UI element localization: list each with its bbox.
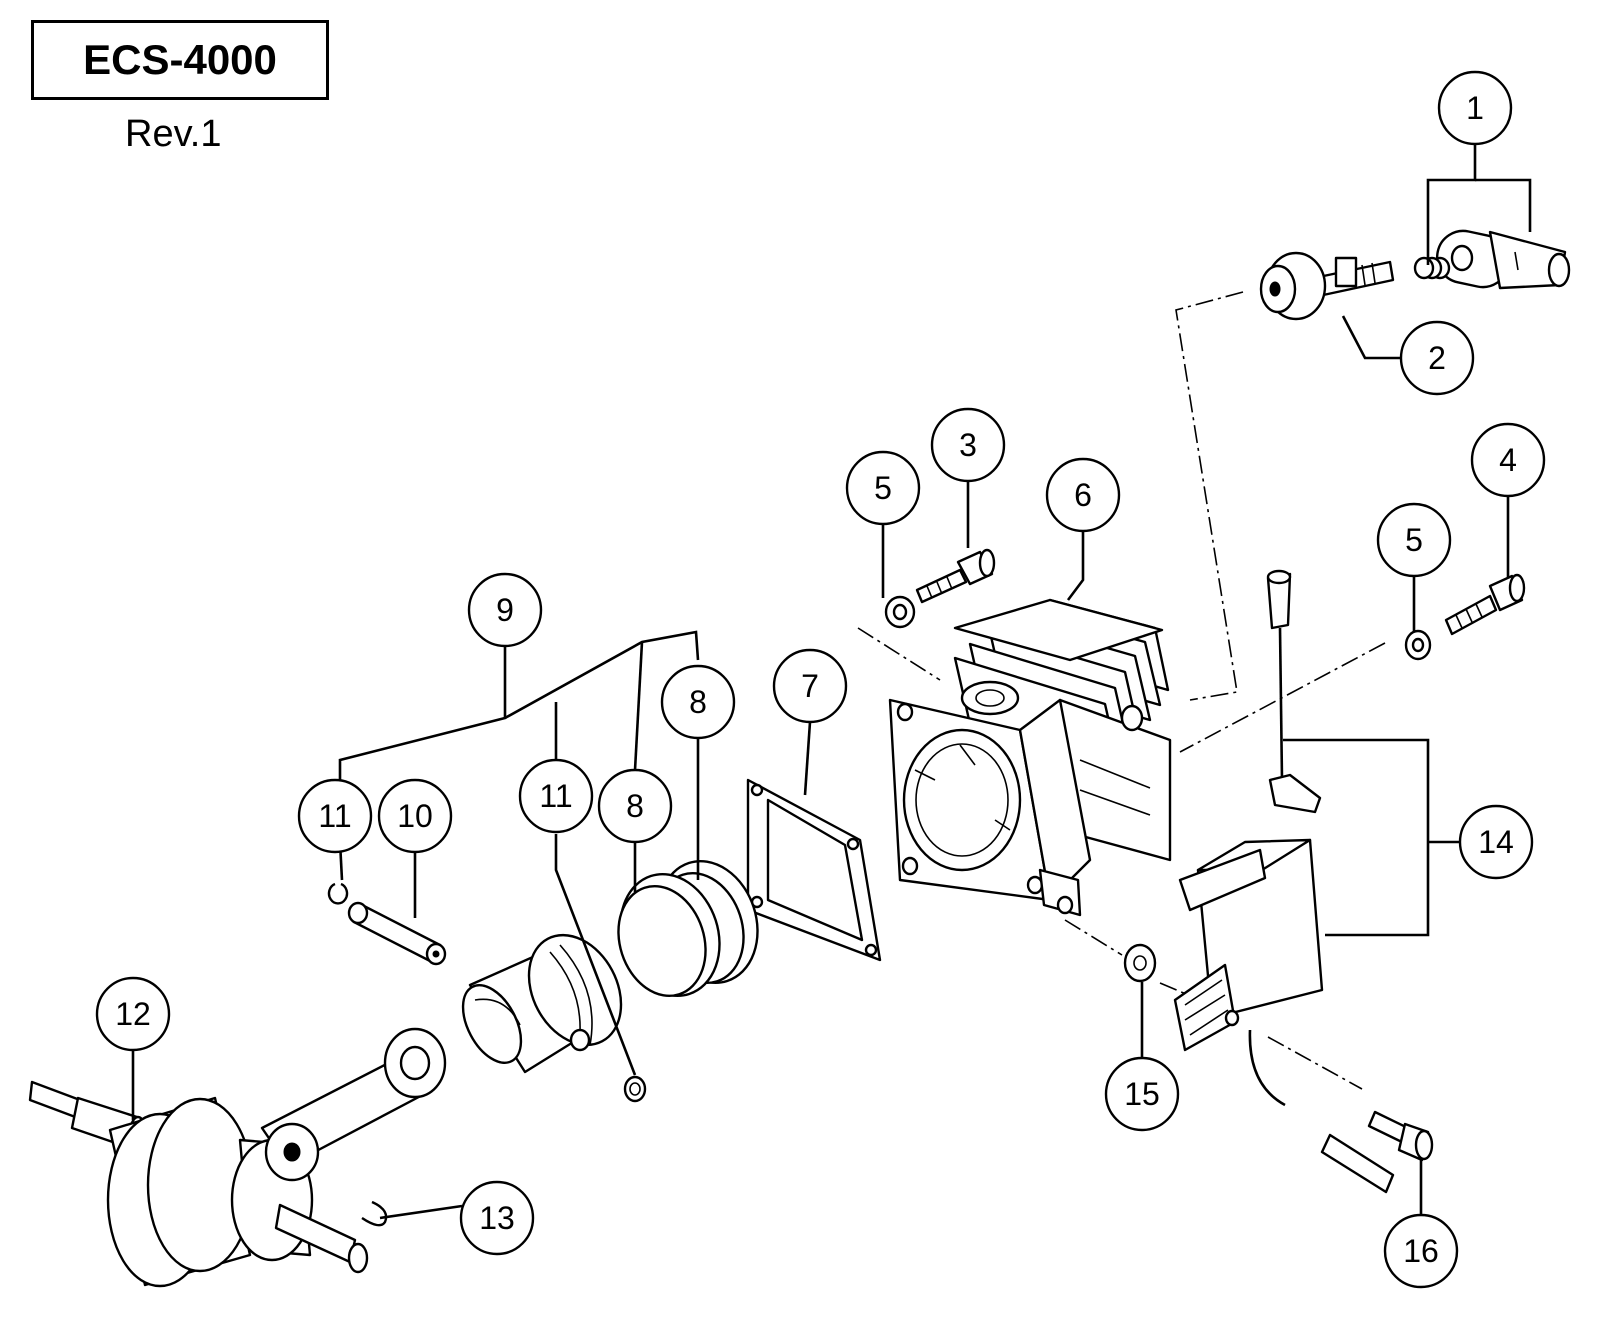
coil-spacer: [1320, 1133, 1395, 1194]
callout-label: 8: [689, 684, 707, 720]
crank-circlip: [361, 1200, 388, 1227]
callout-label: 13: [479, 1200, 515, 1236]
callout-label: 11: [318, 798, 351, 834]
callout-label: 2: [1428, 340, 1446, 376]
model-number: ECS-4000: [83, 36, 277, 83]
callout-label: 7: [801, 668, 819, 704]
callout-label: 4: [1499, 442, 1517, 478]
connecting-rod: [260, 1027, 447, 1182]
callout-10: 10: [377, 778, 453, 854]
callout-label: 1: [1466, 90, 1484, 126]
spark-plug-cap: [1436, 229, 1571, 290]
callout-7: 7: [772, 648, 848, 724]
piston-pin-clip: [327, 882, 349, 905]
callout-label: 6: [1074, 477, 1092, 513]
callout-label: 5: [1405, 522, 1423, 558]
callout-label: 12: [115, 996, 151, 1032]
cylinder-bolt: [915, 548, 996, 604]
callout-14: 14: [1458, 804, 1534, 880]
callout-16: 16: [1383, 1213, 1459, 1289]
callout-label: 11: [539, 778, 572, 814]
callout-label: 10: [397, 798, 433, 834]
callout-5-left: 5: [845, 450, 921, 526]
callout-2: 2: [1399, 320, 1475, 396]
revision-label: Rev.1: [125, 113, 222, 155]
callout-15: 15: [1104, 1056, 1180, 1132]
callout-12: 12: [95, 976, 171, 1052]
crankshaft: [28, 1080, 369, 1288]
spring-washer-right: [1404, 629, 1432, 661]
callout-label: 8: [626, 788, 644, 824]
callout-label: 5: [874, 470, 892, 506]
callout-9: 9: [467, 572, 543, 648]
assembly-axis-lines: [857, 291, 1386, 1090]
spring-washer: [884, 595, 916, 629]
coil-bolt: [1367, 1110, 1434, 1162]
callout-5-right: 5: [1376, 502, 1452, 578]
model-number-box: ECS-4000: [31, 20, 329, 100]
callout-4: 4: [1470, 422, 1546, 498]
cylinder-bolt-right: [1444, 573, 1526, 636]
callout-8-lower: 8: [597, 768, 673, 844]
callout-label: 14: [1478, 824, 1514, 860]
spark-plug: [1259, 251, 1395, 321]
callout-11-center: 11: [518, 758, 594, 834]
callout-label: 9: [496, 592, 514, 628]
piston-pin-clip-right: [623, 1075, 647, 1103]
callout-label: 15: [1124, 1076, 1160, 1112]
cylinder: [888, 598, 1172, 917]
ignition-coil: [1173, 838, 1324, 1107]
cylinder-gasket: [746, 778, 882, 962]
ignition-wire-boot: [1266, 569, 1322, 814]
spark-plug-cap-spring: [1413, 256, 1451, 280]
piston-ring-inner: [617, 872, 721, 998]
callout-11-left: 11: [297, 778, 373, 854]
piston: [461, 933, 623, 1074]
piston-pin: [347, 901, 447, 966]
leader-lines: [131, 143, 1532, 1220]
plain-washer: [1123, 943, 1157, 983]
callout-13: 13: [459, 1180, 535, 1256]
callout-3: 3: [930, 407, 1006, 483]
callout-label: 3: [959, 427, 977, 463]
callout-1: 1: [1437, 70, 1513, 146]
callout-label: 16: [1403, 1233, 1439, 1269]
callout-8-upper: 8: [660, 664, 736, 740]
callout-6: 6: [1045, 457, 1121, 533]
